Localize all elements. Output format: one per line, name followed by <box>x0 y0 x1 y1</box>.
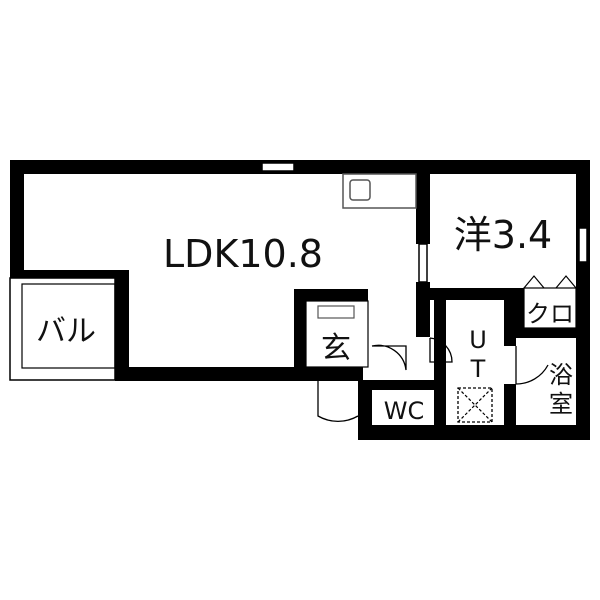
window-icon <box>261 162 295 172</box>
door-swing-icon <box>429 337 453 363</box>
balcony-label: バル <box>36 314 96 349</box>
bath-label-2: 室 <box>549 390 573 418</box>
wc-label: WC <box>384 397 425 425</box>
wall-entrance-top <box>294 289 368 301</box>
wall-balcony-top <box>10 270 129 278</box>
wall-partition-ldk-western <box>416 174 430 244</box>
window-icon <box>578 227 588 263</box>
door-swing-icon <box>371 344 407 371</box>
wall-bath-top <box>504 328 590 338</box>
ut-label-t: T <box>470 355 486 383</box>
bath-label-1: 浴 <box>549 361 573 389</box>
window-icon <box>418 243 428 283</box>
closet-label: クロ <box>526 300 574 328</box>
wall-top <box>10 160 590 174</box>
door-swing-icon <box>515 346 549 385</box>
wall-wc-top <box>358 380 438 390</box>
wall-western-bottom <box>416 288 516 300</box>
kitchen-stove-icon <box>342 173 417 209</box>
western-room-label: 洋3.4 <box>454 213 552 257</box>
closet: クロ <box>523 275 577 329</box>
door-swing-icon <box>317 381 359 423</box>
wall-ut-right <box>504 300 516 346</box>
washing-machine-icon <box>457 387 493 423</box>
balcony: バル <box>9 277 116 381</box>
wall-left <box>10 160 24 275</box>
ut-label-u: U <box>469 326 487 354</box>
entrance: 玄 <box>305 300 369 368</box>
wall-closet-left <box>516 288 524 338</box>
windows <box>261 162 588 283</box>
wall-ldk-bottom <box>115 367 363 381</box>
entrance-label: 玄 <box>321 331 351 366</box>
wall-lower-bottom <box>358 425 590 440</box>
balcony-inner <box>21 283 116 369</box>
wall-wc-left <box>358 380 372 440</box>
wall-closet-top <box>576 288 590 300</box>
door-swings <box>317 337 549 423</box>
wall-ut-right-lower <box>504 384 516 440</box>
wall-wc-right <box>434 300 446 440</box>
wall-entrance-left <box>294 289 306 381</box>
ldk-label: LDK10.8 <box>163 232 323 276</box>
walls <box>10 160 590 440</box>
wall-balcony-right <box>115 270 129 381</box>
